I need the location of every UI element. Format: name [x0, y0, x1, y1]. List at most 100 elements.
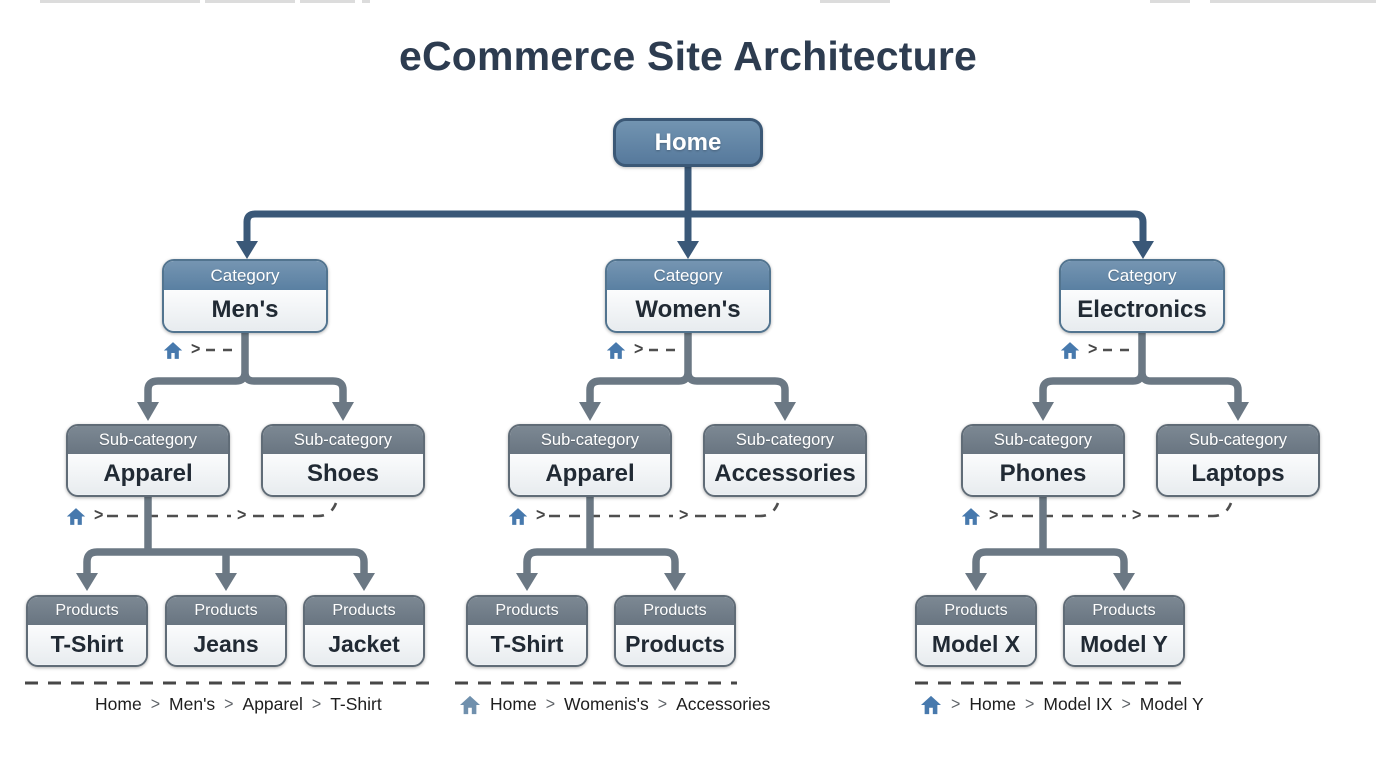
node-product-tshirt-womens: Products T-Shirt: [466, 595, 588, 667]
breadcrumb-part: Home: [95, 694, 142, 714]
chevron-separator: >: [224, 694, 234, 714]
product-type-label: Products: [167, 597, 285, 625]
subcategory-label: Laptops: [1158, 454, 1318, 494]
product-type-label: Products: [616, 597, 734, 625]
product-label: Jeans: [167, 625, 285, 664]
home-icon: [1060, 341, 1080, 359]
arrowheads-subcategories: [137, 402, 1249, 421]
chevron-separator: >: [311, 694, 322, 714]
chevron-separator: >: [1121, 694, 1131, 714]
node-category-womens: Category Women's: [605, 259, 771, 333]
chevron-separator: >: [679, 506, 689, 525]
arrowheads-products: [76, 573, 1135, 591]
subcategory-type-label: Sub-category: [68, 426, 228, 454]
breadcrumb-part: Men's: [169, 694, 216, 714]
node-category-electronics: Category Electronics: [1059, 259, 1225, 333]
top-crop-artifact: [1210, 0, 1376, 3]
breadcrumb-part: Apparel: [242, 694, 303, 714]
breadcrumb-mens: Home > Men's > Apparel > T-Shirt: [95, 694, 382, 715]
chevron-separator: >: [150, 694, 161, 714]
product-type-label: Products: [1065, 597, 1183, 625]
product-type-label: Products: [28, 597, 146, 625]
category-type-label: Category: [164, 261, 326, 290]
subcategory-type-label: Sub-category: [1158, 426, 1318, 454]
product-type-label: Products: [468, 597, 586, 625]
product-label: Jacket: [305, 625, 423, 664]
node-product-jeans: Products Jeans: [165, 595, 287, 667]
mini-breadcrumb-subcategory-electronics: >: [961, 506, 998, 526]
node-subcategory-apparel-womens: Sub-category Apparel: [508, 424, 672, 497]
top-crop-artifact: [40, 0, 200, 3]
breadcrumb-part: Home: [969, 694, 1017, 714]
chevron-separator: >: [94, 506, 104, 525]
node-subcategory-laptops: Sub-category Laptops: [1156, 424, 1320, 497]
breadcrumb-womens: Home > Womenis's > Accessories: [459, 694, 770, 715]
category-type-label: Category: [1061, 261, 1223, 290]
product-label: T-Shirt: [468, 625, 586, 664]
mini-breadcrumb-subcategory-womens: >: [508, 506, 545, 526]
product-label: Model X: [917, 625, 1035, 664]
node-product-tshirt-mens: Products T-Shirt: [26, 595, 148, 667]
top-crop-artifact: [362, 0, 370, 3]
subcategory-label: Apparel: [510, 454, 670, 494]
product-type-label: Products: [917, 597, 1035, 625]
category-label: Electronics: [1061, 290, 1223, 330]
top-crop-artifact: [300, 0, 355, 3]
node-subcategory-shoes: Sub-category Shoes: [261, 424, 425, 497]
subcategory-label: Phones: [963, 454, 1123, 494]
category-type-label: Category: [607, 261, 769, 290]
chevron-separator: >: [1132, 506, 1142, 525]
node-category-mens: Category Men's: [162, 259, 328, 333]
top-crop-artifact: [1150, 0, 1190, 3]
mini-breadcrumb-subcategory-mens: >: [66, 506, 103, 526]
subcategory-label: Apparel: [68, 454, 228, 494]
chevron-separator: >: [191, 340, 201, 359]
chevron-separator: >: [536, 506, 546, 525]
home-icon: [606, 341, 626, 359]
product-label: Model Y: [1065, 625, 1183, 664]
home-icon: [508, 507, 528, 525]
chevron-separator: >: [545, 694, 556, 714]
node-subcategory-apparel-mens: Sub-category Apparel: [66, 424, 230, 497]
chevron-separator: >: [237, 506, 247, 525]
breadcrumb-part: Accessories: [676, 694, 771, 714]
product-type-label: Products: [305, 597, 423, 625]
node-product-products: Products Products: [614, 595, 736, 667]
breadcrumb-part: Home: [490, 694, 537, 714]
category-label: Women's: [607, 290, 769, 330]
node-subcategory-accessories: Sub-category Accessories: [703, 424, 867, 497]
node-product-jacket: Products Jacket: [303, 595, 425, 667]
home-icon: [163, 341, 183, 359]
node-subcategory-phones: Sub-category Phones: [961, 424, 1125, 497]
chevron-separator: >: [657, 694, 668, 714]
chevron-separator: >: [1088, 340, 1098, 359]
chevron-separator: >: [989, 506, 999, 525]
category-label: Men's: [164, 290, 326, 330]
top-crop-artifact: [820, 0, 890, 3]
chevron-separator: >: [1025, 694, 1035, 714]
mini-breadcrumb-category-mens: >: [163, 340, 200, 360]
subcategory-type-label: Sub-category: [263, 426, 423, 454]
home-icon: [460, 695, 480, 714]
subcategory-label: Accessories: [705, 454, 865, 494]
node-home: Home: [613, 118, 763, 167]
page-title: eCommerce Site Architecture: [398, 33, 978, 79]
subcategory-type-label: Sub-category: [510, 426, 670, 454]
product-label: Products: [616, 625, 734, 664]
home-icon: [961, 507, 981, 525]
node-product-model-x: Products Model X: [915, 595, 1037, 667]
chevron-separator: >: [634, 340, 644, 359]
subcategory-type-label: Sub-category: [705, 426, 865, 454]
chevron-separator: >: [951, 694, 961, 714]
home-icon: [66, 507, 86, 525]
breadcrumb-part: Model Y: [1139, 694, 1204, 714]
node-product-model-y: Products Model Y: [1063, 595, 1185, 667]
mini-trail-dashes-subcategories: [107, 502, 1233, 518]
breadcrumb-part: T-Shirt: [330, 694, 382, 714]
breadcrumb-electronics: > Home > Model IX > Model Y: [920, 694, 1204, 715]
top-crop-artifact: [205, 0, 295, 3]
breadcrumb-part: Model IX: [1043, 694, 1113, 714]
mini-breadcrumb-category-electronics: >: [1060, 340, 1097, 360]
subcategory-type-label: Sub-category: [963, 426, 1123, 454]
